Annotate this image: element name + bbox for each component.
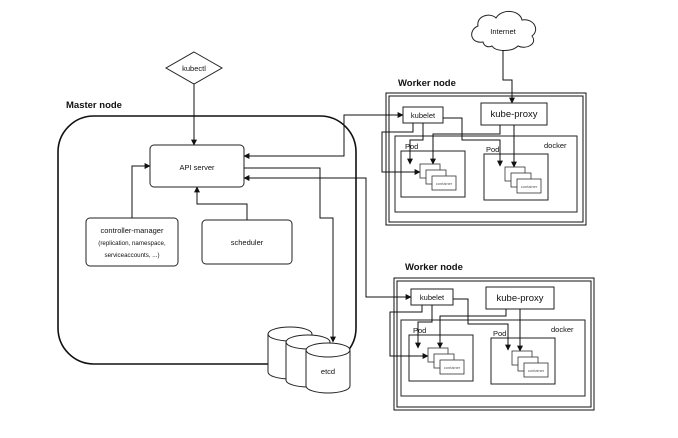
worker-node-2-pod-2-container-label: container [528,368,545,373]
worker-node-2-kube-proxy-label: kube-proxy [497,293,544,304]
w1-kubelet-pod1 [381,123,421,175]
w2-proxy-pod1 [437,309,507,349]
controller-manager-line-2: (replication, namespace, [98,240,166,247]
internet-label: Internet [490,27,516,36]
worker-node-2: Worker node kubelet kube-proxy docker Po… [393,262,595,411]
worker-node-1-pod-2-container-label: container [521,184,538,189]
w1-proxy-pod1 [430,125,501,165]
kubectl-label: kubectl [182,64,206,73]
worker-node-1-pod-2-label: Pod [486,145,499,154]
edge-controller-api [131,163,151,218]
worker-node-1-pod-1-container-3 [431,175,457,191]
worker-node-2-title: Worker node [405,262,463,273]
worker-node-1-docker-label: docker [544,141,567,150]
worker-node-2-docker-box [400,319,586,397]
edge-api-kubelet-2 [243,175,412,300]
worker-node-2-pod-2-label: Pod [493,329,506,338]
api-server-label: API server [179,163,215,172]
kubectl-node: kubectl [164,51,224,85]
w1-kubelet-pod1-b [407,123,424,165]
worker-node-2-docker-label: docker [551,325,574,334]
worker-node-1-docker-box [394,135,578,213]
edge-api-kubelet-1 [243,112,404,159]
worker-node-2-kubelet-label: kubelet [420,293,445,302]
worker-node-2-pod-1-container-3 [439,359,465,375]
edge-internet-proxy [502,50,515,104]
worker-node-1-pod-1-container-label: container [436,181,453,186]
worker-node-1-pod-2-container-3 [516,178,542,194]
controller-manager-line-3: serviceaccounts, ...) [104,252,159,259]
worker-node-2-pod-2-container-3 [523,362,549,378]
worker-node-2-pod-1-container-label: container [444,365,461,370]
etcd-storage [267,326,351,394]
worker-node-1-pod-1-label: Pod [405,142,418,151]
controller-manager-line-1: controller-manager [101,226,164,235]
worker-node-1-title: Worker node [398,78,456,89]
worker-node-1-kubelet-label: kubelet [411,111,436,120]
worker-node-1: Worker node kubelet kube-proxy docker Po… [385,78,587,226]
master-node-title: Master node [66,100,122,111]
w2-kubelet-pod1 [389,305,429,359]
scheduler-label: scheduler [231,238,264,247]
internet-cloud: Internet [471,11,537,51]
etcd-label: etcd [321,367,335,376]
worker-node-2-pod-1-label: Pod [413,326,426,335]
w1-kubelet-pod2 [443,117,503,167]
worker-node-1-kube-proxy-label: kube-proxy [491,109,538,120]
w2-kubelet-pod1-b [415,305,433,349]
master-node: Master node API server controller-manage… [57,100,357,365]
w2-kubelet-pod2 [453,298,511,351]
connectors [131,50,523,359]
edge-scheduler-api [194,186,248,220]
